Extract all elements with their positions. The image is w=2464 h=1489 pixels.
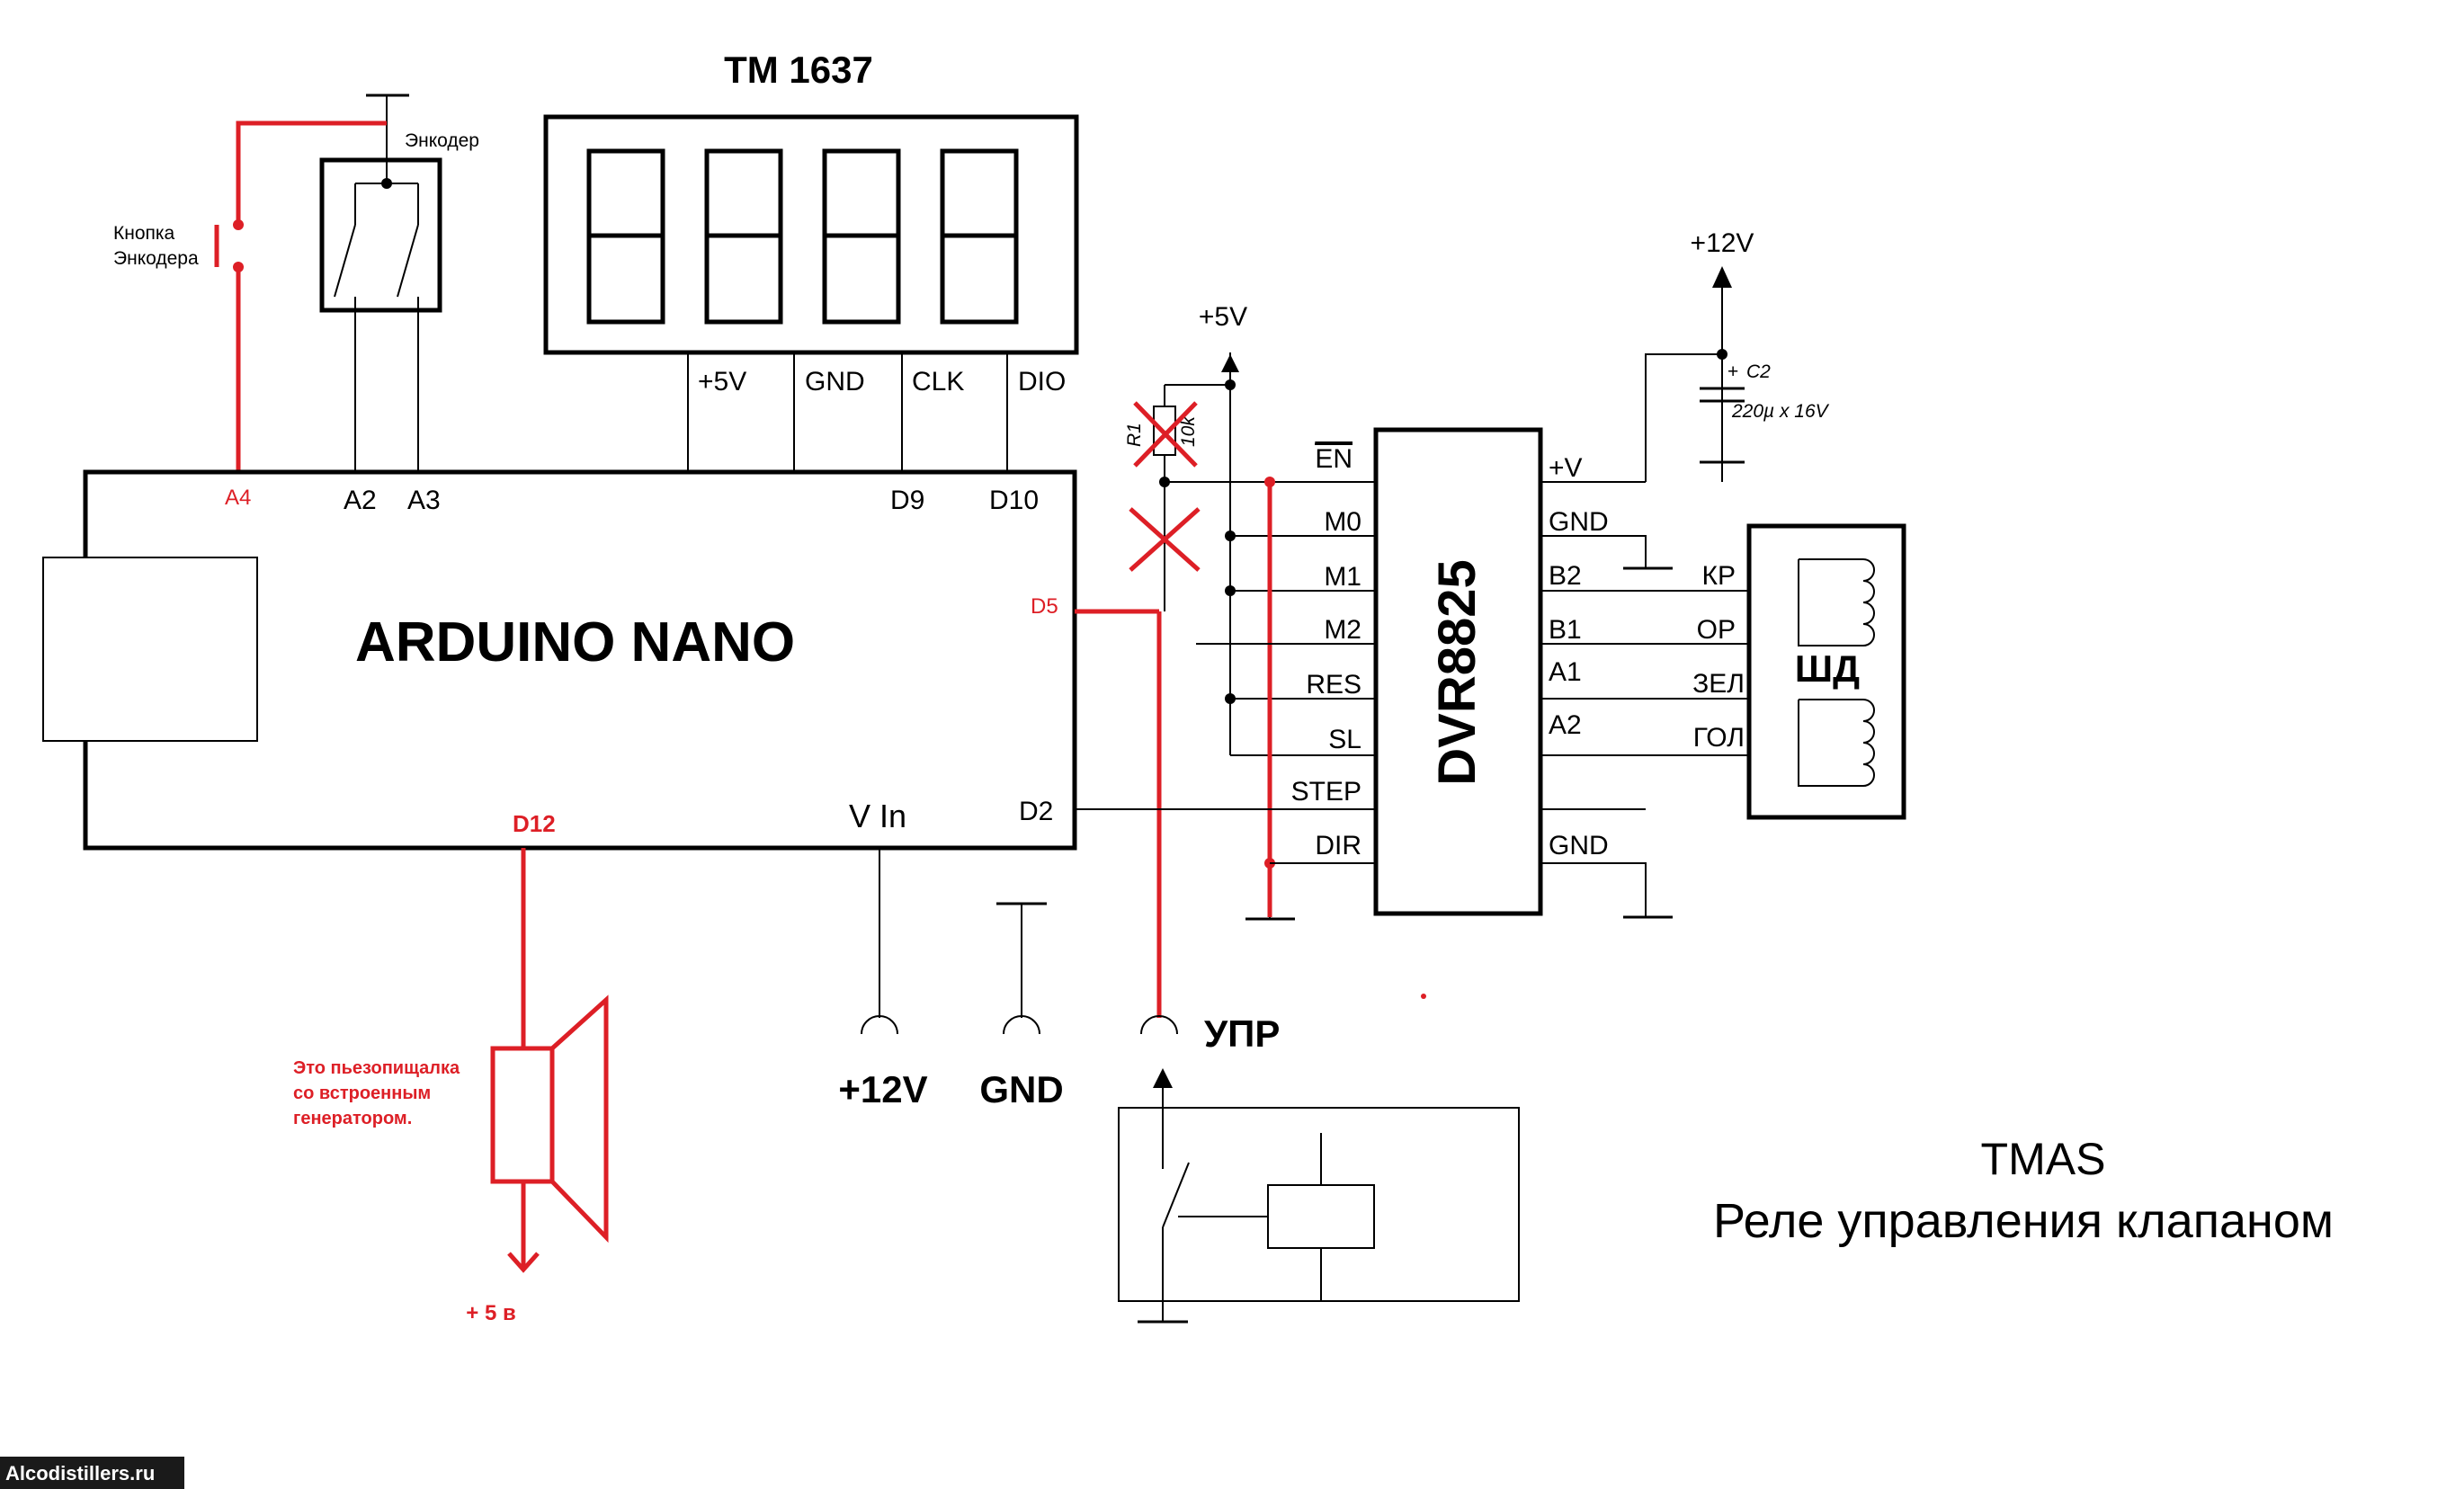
- driver-pin-en: EN: [1315, 444, 1353, 474]
- button-label-1: Кнопка: [113, 223, 175, 244]
- arduino-title: ARDUINO NANO: [355, 611, 795, 673]
- pin-a4: A4: [225, 486, 251, 510]
- c2-plus: +: [1727, 361, 1738, 382]
- buzzer-note-1: Это пьезопищалка: [293, 1058, 460, 1078]
- pin-d2: D2: [1019, 797, 1053, 826]
- relay-module: [1118, 1068, 1520, 1324]
- pin-a2: A2: [344, 486, 377, 515]
- tm1637-pin-gnd: GND: [805, 367, 865, 397]
- power-terminals: +12V GND УПР: [838, 609, 1280, 1110]
- driver-pin-v: +V: [1549, 453, 1583, 483]
- tm1637-title: TM 1637: [724, 49, 873, 91]
- arrow-down-icon: [507, 1252, 540, 1273]
- terminal-upr: УПР: [1204, 1012, 1280, 1055]
- relay-coil: [1267, 1184, 1375, 1249]
- driver-pin-m1: M1: [1324, 562, 1361, 592]
- relay-contact: [1162, 1162, 1190, 1228]
- driver-pin-a1: A1: [1549, 657, 1582, 687]
- driver-pin-m2: M2: [1324, 615, 1361, 645]
- encoder: Энкодер: [319, 94, 479, 472]
- buzzer-note-3: генератором.: [293, 1109, 412, 1128]
- caption-line-2: Реле управления клапаном: [1713, 1194, 2334, 1248]
- driver-pin-b2: B2: [1549, 561, 1582, 591]
- stray-dot: [1421, 994, 1426, 999]
- encoder-switch-b: [397, 224, 419, 298]
- terminal-12v: +12V: [838, 1068, 927, 1110]
- pin-a3: A3: [407, 486, 441, 515]
- wire-kr: КР: [1702, 561, 1736, 591]
- encoder-body: [319, 157, 442, 313]
- driver-pin-dir: DIR: [1315, 831, 1361, 860]
- driver-pin-m0: M0: [1324, 507, 1361, 537]
- c2-ref: C2: [1746, 361, 1771, 382]
- driver-pin-gnd2: GND: [1549, 831, 1609, 860]
- tm1637-pin-dio: DIO: [1018, 367, 1066, 397]
- arrow-up-icon: [1153, 1068, 1173, 1088]
- pin-d10: D10: [989, 486, 1039, 515]
- caption-line-1: TMAS: [1981, 1134, 2106, 1184]
- caption: TMAS Реле управления клапаном: [1713, 1134, 2334, 1248]
- motor-coil-2: [1798, 699, 1875, 787]
- motor-title: ШД: [1795, 647, 1860, 690]
- buzzer-body: [490, 1046, 555, 1184]
- stepper-motor: ШД КР ОР ЗЕЛ ГОЛ: [1692, 523, 1906, 820]
- buzzer-note-2: со встроенным: [293, 1083, 431, 1103]
- pin-d9: D9: [890, 486, 924, 515]
- tm1637-body: [543, 114, 1079, 355]
- r1-value: 10k: [1178, 415, 1199, 447]
- driver-title: DVR8825: [1428, 559, 1486, 785]
- driver-pin-res: RES: [1306, 670, 1361, 700]
- c2-value: 220µ x 16V: [1731, 401, 1830, 422]
- encoder-button: Кнопка Энкодера: [113, 120, 387, 472]
- piezo-buzzer: + 5 в Это пьезопищалка со встроенным ген…: [293, 848, 609, 1325]
- wire-or: ОР: [1697, 615, 1736, 645]
- encoder-label: Энкодер: [405, 130, 479, 151]
- motor-coil-1: [1798, 558, 1875, 646]
- supply-5v-label: +5V: [1199, 302, 1247, 332]
- seven-segment-digits: [586, 148, 1019, 325]
- tm1637-pin-5v: +5V: [698, 367, 746, 397]
- pullup-network: +5V R1 10k: [1075, 302, 1376, 921]
- pin-d12: D12: [513, 810, 556, 837]
- drv8825-driver: DVR8825 EN M0 M1 M2 RES SL STEP DIR +V G…: [1291, 427, 1749, 919]
- pin-vin: V In: [849, 798, 906, 834]
- tm1637-pin-clk: CLK: [912, 367, 964, 397]
- driver-pin-a2: A2: [1549, 710, 1582, 740]
- wire-zel: ЗЕЛ: [1692, 669, 1745, 699]
- supply-12v-label: +12V: [1691, 228, 1754, 258]
- arrow-up-icon: [1221, 354, 1239, 372]
- driver-pin-step: STEP: [1291, 777, 1361, 807]
- watermark-text: Alcodistillers.ru: [5, 1462, 155, 1485]
- driver-body: [1373, 427, 1543, 916]
- arduino-nano: ARDUINO NANO A4 A2 A3 D9 D10 D5 D12 V In…: [42, 469, 1077, 851]
- speaker-icon: [549, 994, 609, 1244]
- r1-ref: R1: [1124, 423, 1145, 447]
- driver-pin-gnd1: GND: [1549, 507, 1609, 537]
- wire-gol: ГОЛ: [1693, 723, 1745, 753]
- relay-body: [1118, 1107, 1520, 1302]
- motor-body: [1746, 523, 1906, 820]
- pin-d5: D5: [1031, 594, 1058, 619]
- driver-pin-b1: B1: [1549, 615, 1582, 645]
- arrow-up-icon: [1712, 266, 1732, 288]
- button-label-2: Энкодера: [113, 248, 199, 269]
- usb-connector: [42, 557, 258, 742]
- watermark: Alcodistillers.ru: [0, 1457, 184, 1489]
- encoder-switch-a: [334, 224, 356, 298]
- capacitor-c2: +12V + C2 220µ x 16V: [1645, 228, 1830, 482]
- buzzer-5v-label: + 5 в: [466, 1301, 515, 1325]
- tm1637-display: TM 1637 +5V GND CLK DIO: [543, 49, 1079, 472]
- driver-pin-sl: SL: [1328, 725, 1361, 754]
- terminal-gnd: GND: [979, 1068, 1063, 1110]
